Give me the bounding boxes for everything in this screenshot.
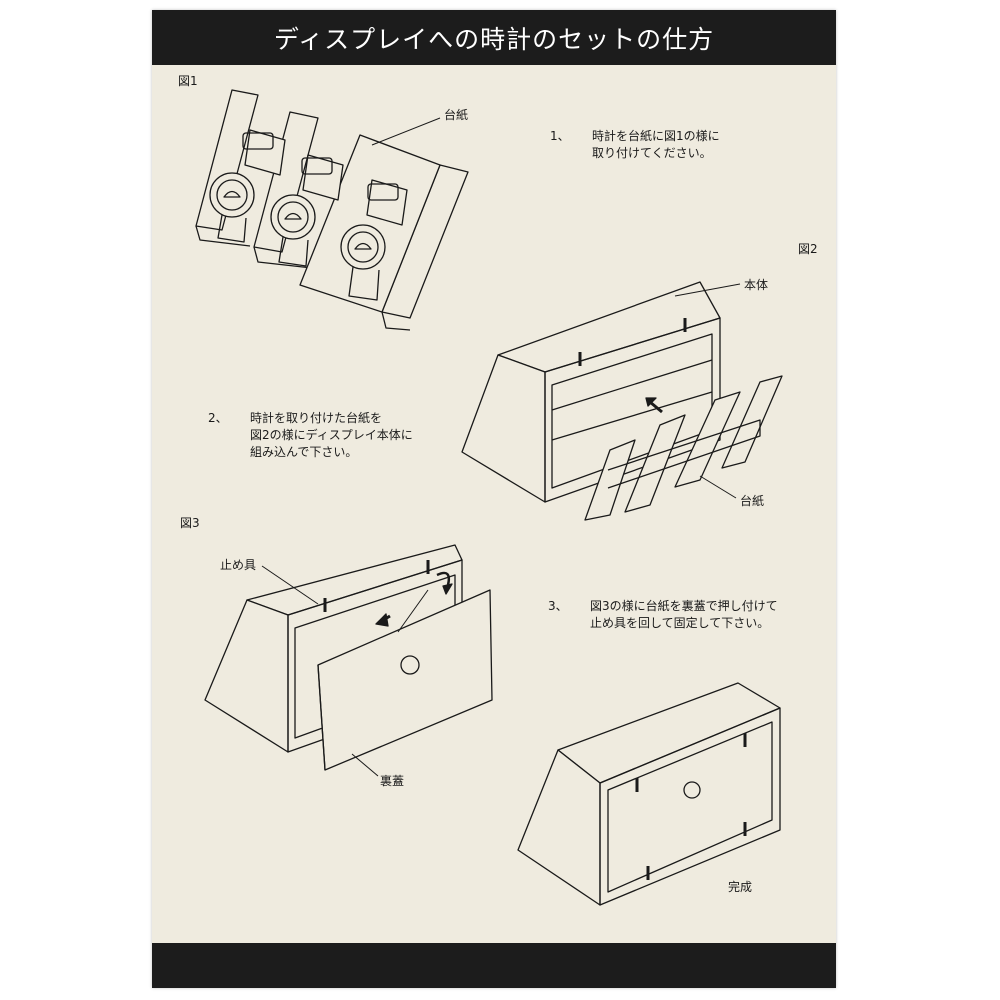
- fig2-callout-card: 台紙: [740, 494, 765, 508]
- step-2: 2、 時計を取り付けた台紙を 図2の様にディスプレイ本体に 組み込んで下さい。: [208, 410, 413, 461]
- watch-3-icon: [340, 179, 408, 301]
- step-1-number: 1、: [550, 129, 570, 143]
- step-2-line2: 図2の様にディスプレイ本体に: [250, 428, 413, 442]
- step-3-number: 3、: [548, 599, 568, 613]
- watch-2-icon: [270, 154, 344, 267]
- step-2-line3: 組み込んで下さい。: [250, 445, 358, 459]
- fig3-callout-stopper: 止め具: [220, 558, 257, 572]
- step-1-line1: 時計を台紙に図1の様に: [592, 129, 720, 143]
- step-1-line2: 取り付けてください。: [592, 146, 712, 160]
- step-3-line2: 止め具を回して固定して下さい。: [590, 616, 770, 630]
- step-2-number: 2、: [208, 411, 228, 425]
- step-3-line1: 図3の様に台紙を裏蓋で押し付けて: [590, 599, 778, 613]
- fig3-callout-cover: 裏蓋: [380, 774, 405, 788]
- fig2-callout-body: 本体: [744, 278, 769, 292]
- instruction-sheet: [152, 10, 836, 988]
- fig1-illustration: [195, 89, 469, 331]
- fig3-label: 図3: [180, 516, 200, 530]
- step-2-line1: 時計を取り付けた台紙を: [250, 411, 383, 425]
- page-title: ディスプレイへの時計のセットの仕方: [152, 10, 836, 65]
- fig2-illustration: [461, 281, 783, 521]
- final-label: 完成: [728, 880, 753, 894]
- fig3-illustration: [204, 544, 493, 777]
- final-illustration: [517, 682, 781, 906]
- step-1: 1、 時計を台紙に図1の様に 取り付けてください。: [550, 128, 720, 162]
- watch-1-icon: [209, 129, 286, 243]
- fig1-label: 図1: [178, 74, 198, 88]
- fig2-label: 図2: [798, 242, 818, 256]
- footer-band: [152, 943, 836, 988]
- step-3: 3、 図3の様に台紙を裏蓋で押し付けて 止め具を回して固定して下さい。: [548, 598, 778, 632]
- fig1-callout-card: 台紙: [444, 108, 469, 122]
